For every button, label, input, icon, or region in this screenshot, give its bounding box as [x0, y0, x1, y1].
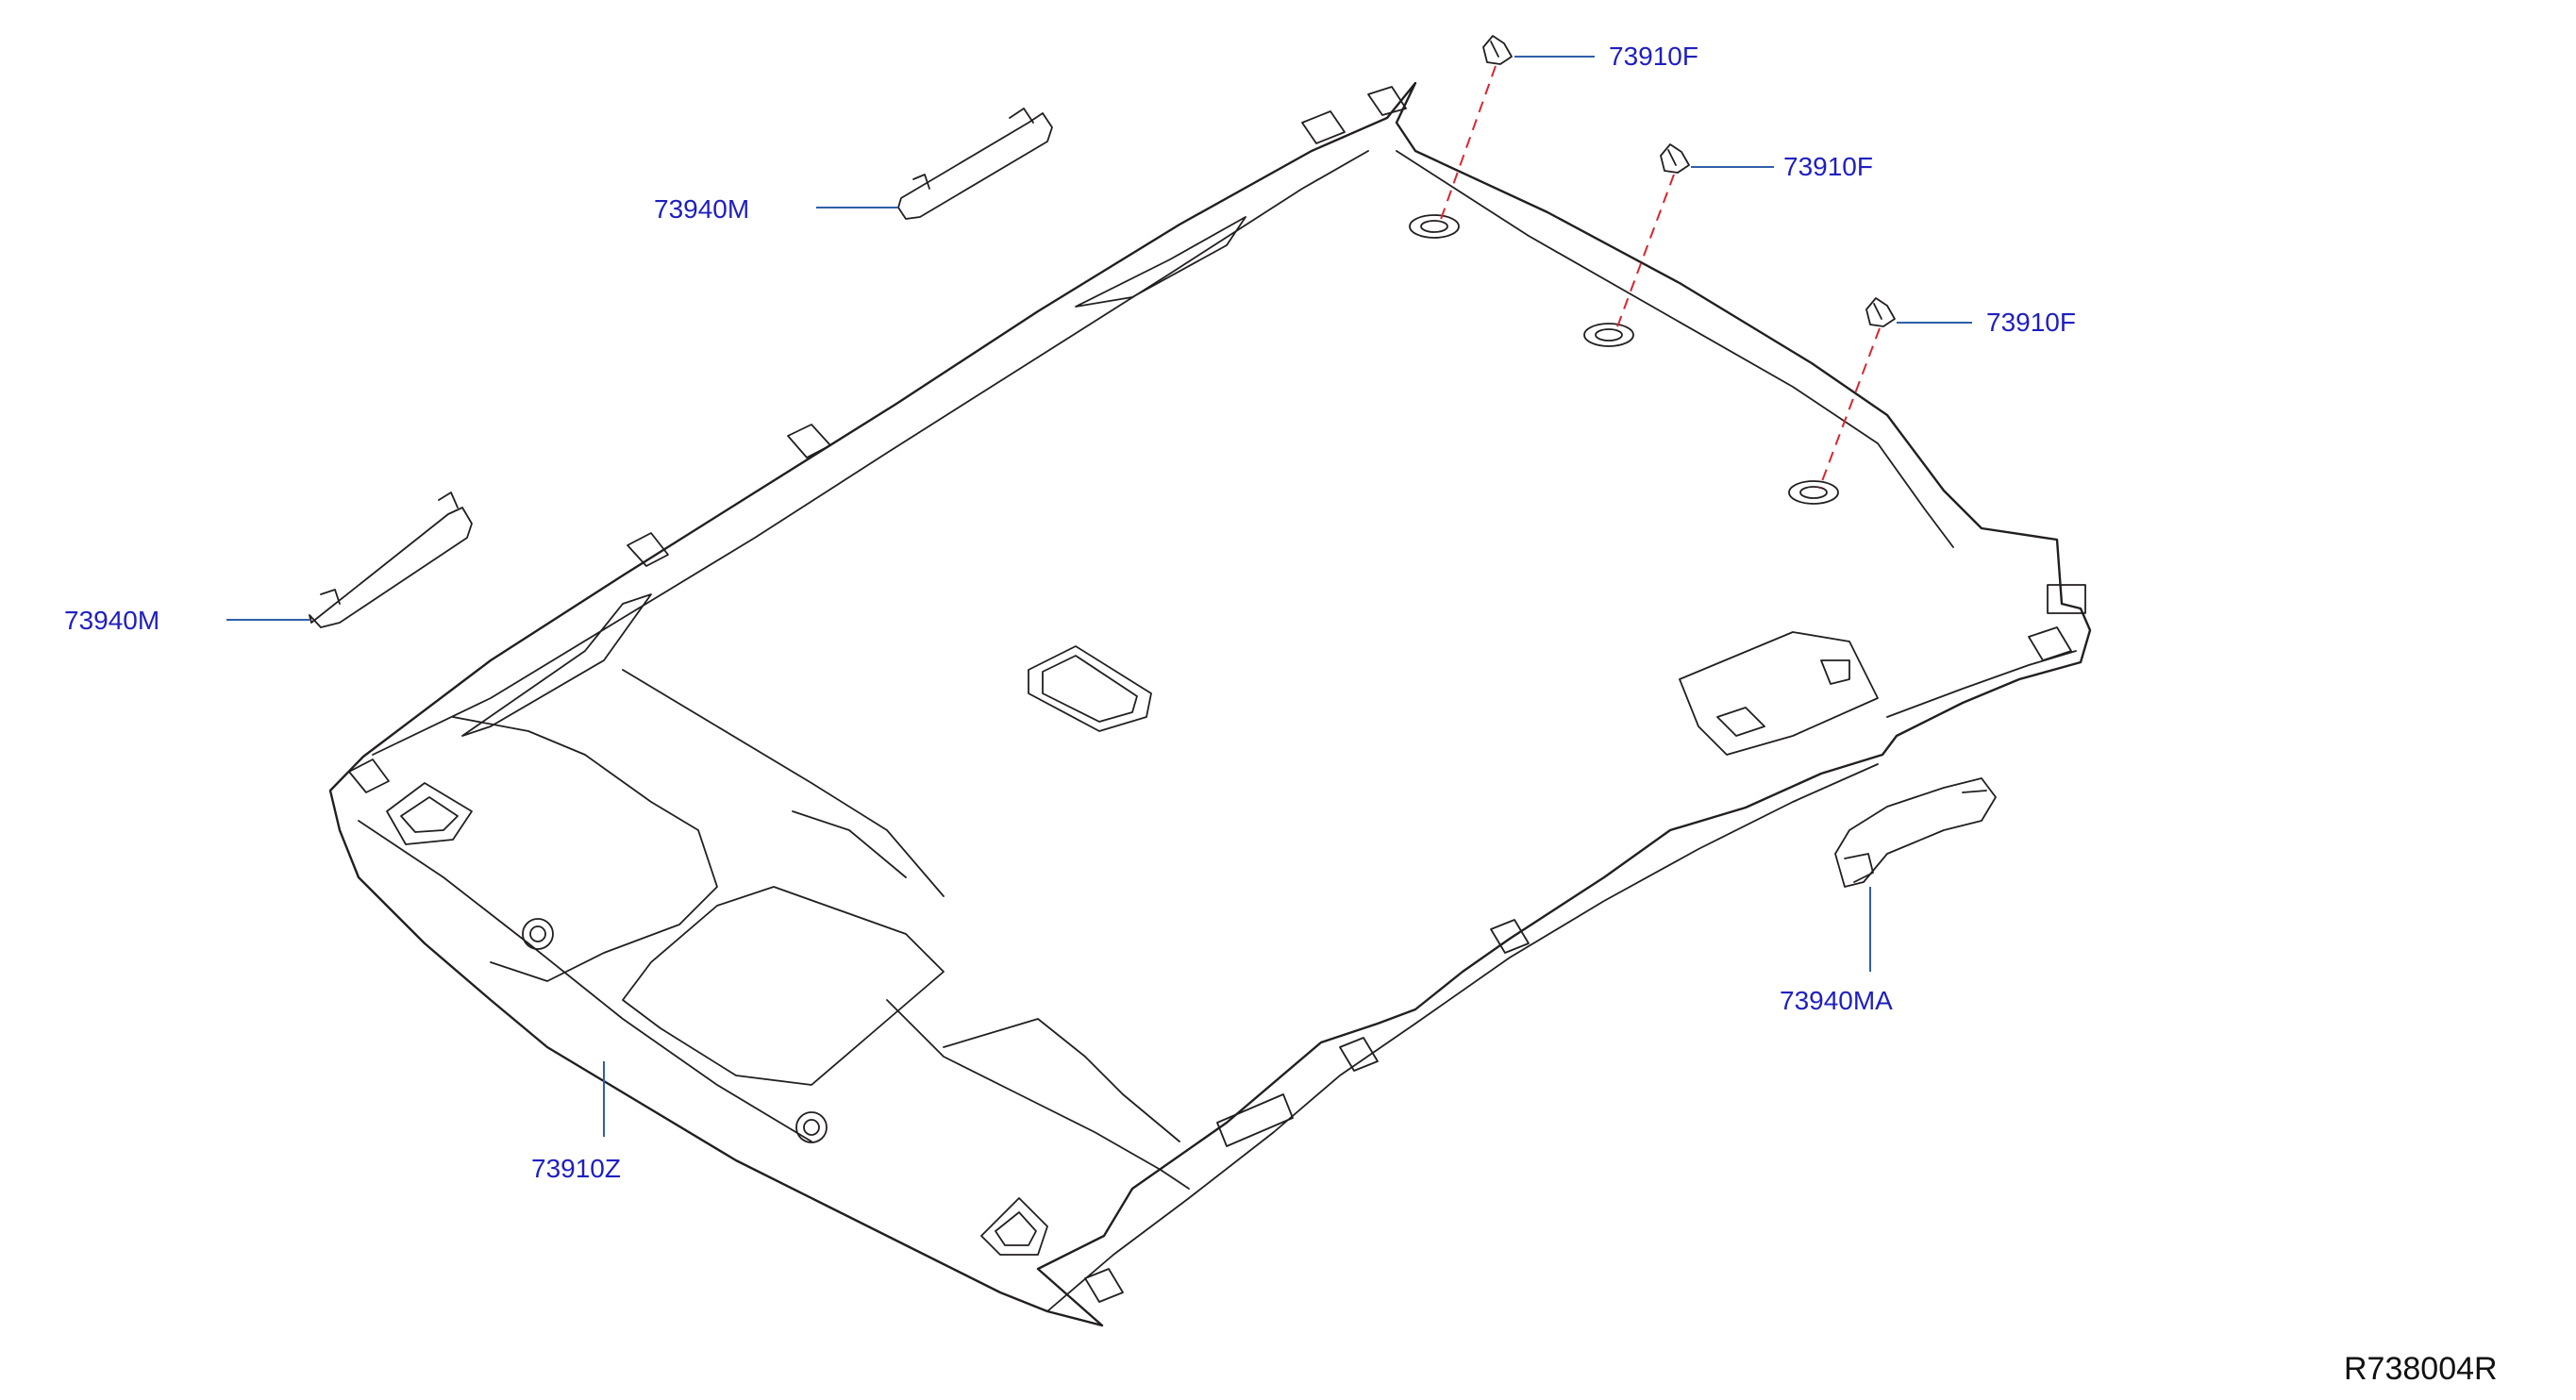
label-clip-3: 73910F: [1986, 308, 2076, 337]
label-grip-side: 73940M: [64, 606, 160, 635]
clip-2-alignment-line: [1614, 174, 1675, 333]
label-grip-front: 73940M: [654, 194, 750, 224]
clip-3-alignment-line: [1818, 327, 1881, 490]
label-grip-rear: 73940MA: [1780, 986, 1893, 1015]
label-clip-1: 73910F: [1609, 42, 1698, 71]
clip-2-drawing: [1660, 143, 1690, 174]
clip-1-alignment-line: [1438, 65, 1497, 225]
assist-grip-rear-drawing: [1834, 777, 1997, 888]
reference-code: R738004R: [2344, 1351, 2498, 1387]
label-clip-2: 73910F: [1783, 152, 1873, 181]
label-headlining: 73910Z: [531, 1154, 621, 1183]
clip-3-drawing: [1865, 297, 1896, 327]
headlining-panel: [328, 81, 2092, 1327]
assist-grip-side-drawing: [309, 492, 473, 628]
assist-grip-front-drawing: [897, 108, 1053, 220]
clip-1-drawing: [1482, 35, 1513, 65]
